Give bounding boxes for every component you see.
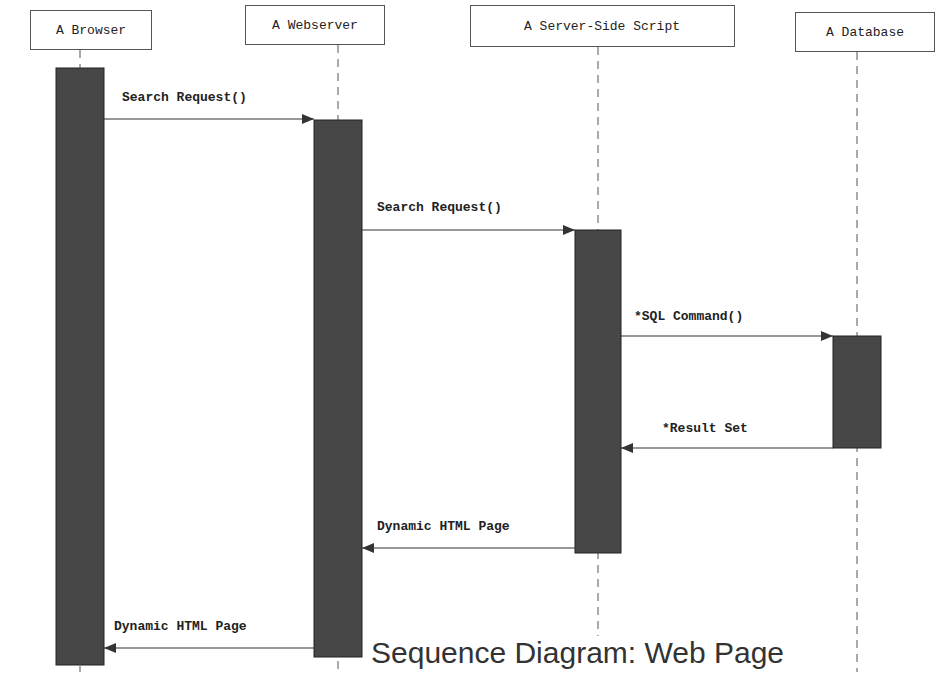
participant-name: A Webserver [272,18,358,33]
message-label: *Result Set [660,421,750,436]
message-label: Search Request() [375,200,504,215]
participant-box: A Browser [30,10,152,50]
participant-name: A Browser [56,23,126,38]
message-arrow [621,335,833,336]
lifelines [80,45,857,672]
participant-box: A Server-Side Script [470,5,735,47]
message-label: Search Request() [120,90,249,105]
activation-bar [314,120,362,657]
participant-name: A Database [826,25,904,40]
message-arrow [104,647,314,648]
activation-bar [833,336,881,448]
participant-name: A Server-Side Script [524,19,680,34]
diagram-caption: Sequence Diagram: Web Page [368,636,787,670]
message-arrow [362,547,575,548]
message-label: Dynamic HTML Page [375,519,512,534]
message-arrow [621,447,833,448]
activation-bar [56,68,104,665]
message-arrow [104,118,314,119]
activation-bar [575,230,621,553]
participant-box: A Webserver [245,5,385,45]
message-arrow [362,229,575,230]
message-label: *SQL Command() [632,309,745,324]
message-label: Dynamic HTML Page [112,619,249,634]
activation-bars [56,68,881,665]
participant-box: A Database [795,12,935,52]
